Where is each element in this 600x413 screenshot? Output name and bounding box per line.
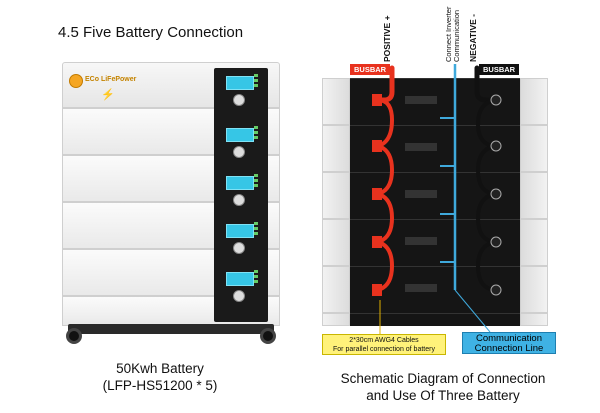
positive-label: POSITIVE + <box>382 15 392 62</box>
negative-terminal-icon <box>490 284 502 296</box>
battery-side <box>322 313 350 326</box>
plug-icon: ⚡ <box>101 89 115 101</box>
communication-note: Communication Connection Line <box>462 332 556 354</box>
cable-note-line2: For parallel connection of battery <box>333 346 435 353</box>
power-switch-icon <box>233 194 245 206</box>
positive-link-cable <box>377 192 395 244</box>
positive-terminal-icon <box>372 94 382 106</box>
comm-label-line2: Communication <box>452 9 461 62</box>
negative-terminal-icon <box>490 188 502 200</box>
power-switch-icon <box>233 290 245 302</box>
lcd-display <box>226 76 254 90</box>
negative-link-cable <box>475 192 495 244</box>
port-icon <box>405 237 437 245</box>
left-caption: 50Kwh Battery (LFP-HS51200 * 5) <box>60 360 260 394</box>
port-icon <box>405 143 437 151</box>
status-leds <box>254 174 258 188</box>
left-caption-line1: 50Kwh Battery <box>116 361 204 376</box>
battery-side <box>322 266 350 313</box>
battery-side <box>520 219 548 266</box>
power-switch-icon <box>233 146 245 158</box>
right-caption-line1: Schematic Diagram of Connection <box>340 371 546 386</box>
positive-terminal-icon <box>372 188 382 200</box>
battery-side <box>322 172 350 219</box>
page-title: 4.5 Five Battery Connection <box>58 24 244 41</box>
right-caption: Schematic Diagram of Connection and Use … <box>318 370 568 404</box>
power-switch-icon <box>233 242 245 254</box>
battery-side <box>322 219 350 266</box>
communication-note-line2: Connection Line <box>474 343 544 354</box>
port-icon <box>405 284 437 292</box>
logo-icon <box>69 74 83 88</box>
lcd-display <box>226 224 254 238</box>
battery-base <box>68 324 274 334</box>
lcd-display <box>226 128 254 142</box>
logo-text: ECo LiFePower <box>85 76 137 83</box>
wheel-icon <box>260 328 276 344</box>
battery-side <box>520 313 548 326</box>
brand-logo: ECo LiFePower <box>69 74 136 88</box>
negative-terminal-icon <box>490 236 502 248</box>
battery-stack-illustration: ECo LiFePower ⚡ <box>62 62 280 344</box>
positive-terminal-icon <box>372 236 382 248</box>
negative-main-cable <box>474 65 497 103</box>
cable-note: 2*30cm AWG4 Cables For parallel connecti… <box>322 334 446 355</box>
lcd-display <box>226 176 254 190</box>
port-icon <box>405 190 437 198</box>
battery-side <box>520 172 548 219</box>
negative-link-cable <box>475 240 495 292</box>
battery-side <box>520 78 548 125</box>
status-leds <box>254 74 258 88</box>
positive-terminal-icon <box>372 140 382 152</box>
negative-terminal-icon <box>490 94 502 106</box>
communication-note-line1: Communication <box>476 333 542 344</box>
lcd-display <box>226 272 254 286</box>
positive-terminal-icon <box>372 284 382 296</box>
right-caption-line2: and Use Of Three Battery <box>366 388 520 403</box>
busbar-positive-tag: BUSBAR <box>350 64 391 75</box>
power-switch-icon <box>233 94 245 106</box>
positive-link-cable <box>377 98 395 148</box>
battery-side <box>322 78 350 125</box>
battery-side <box>520 266 548 313</box>
negative-link-cable <box>475 98 495 148</box>
positive-link-cable <box>377 144 395 196</box>
negative-label: NEGATIVE - <box>468 13 478 62</box>
cable-note-line1: 2*30cm AWG4 Cables <box>349 337 419 344</box>
negative-terminal-icon <box>490 140 502 152</box>
negative-link-cable <box>475 144 495 196</box>
battery-side <box>520 125 548 172</box>
status-leds <box>254 270 258 284</box>
wheel-icon <box>66 328 82 344</box>
positive-link-cable <box>377 240 395 292</box>
comm-note-leader <box>454 289 491 333</box>
status-leds <box>254 126 258 140</box>
control-panel <box>214 68 268 322</box>
left-caption-line2: (LFP-HS51200 * 5) <box>102 378 218 393</box>
battery-side <box>322 125 350 172</box>
port-icon <box>405 96 437 104</box>
busbar-negative-tag: BUSBAR <box>479 64 520 75</box>
status-leds <box>254 222 258 236</box>
